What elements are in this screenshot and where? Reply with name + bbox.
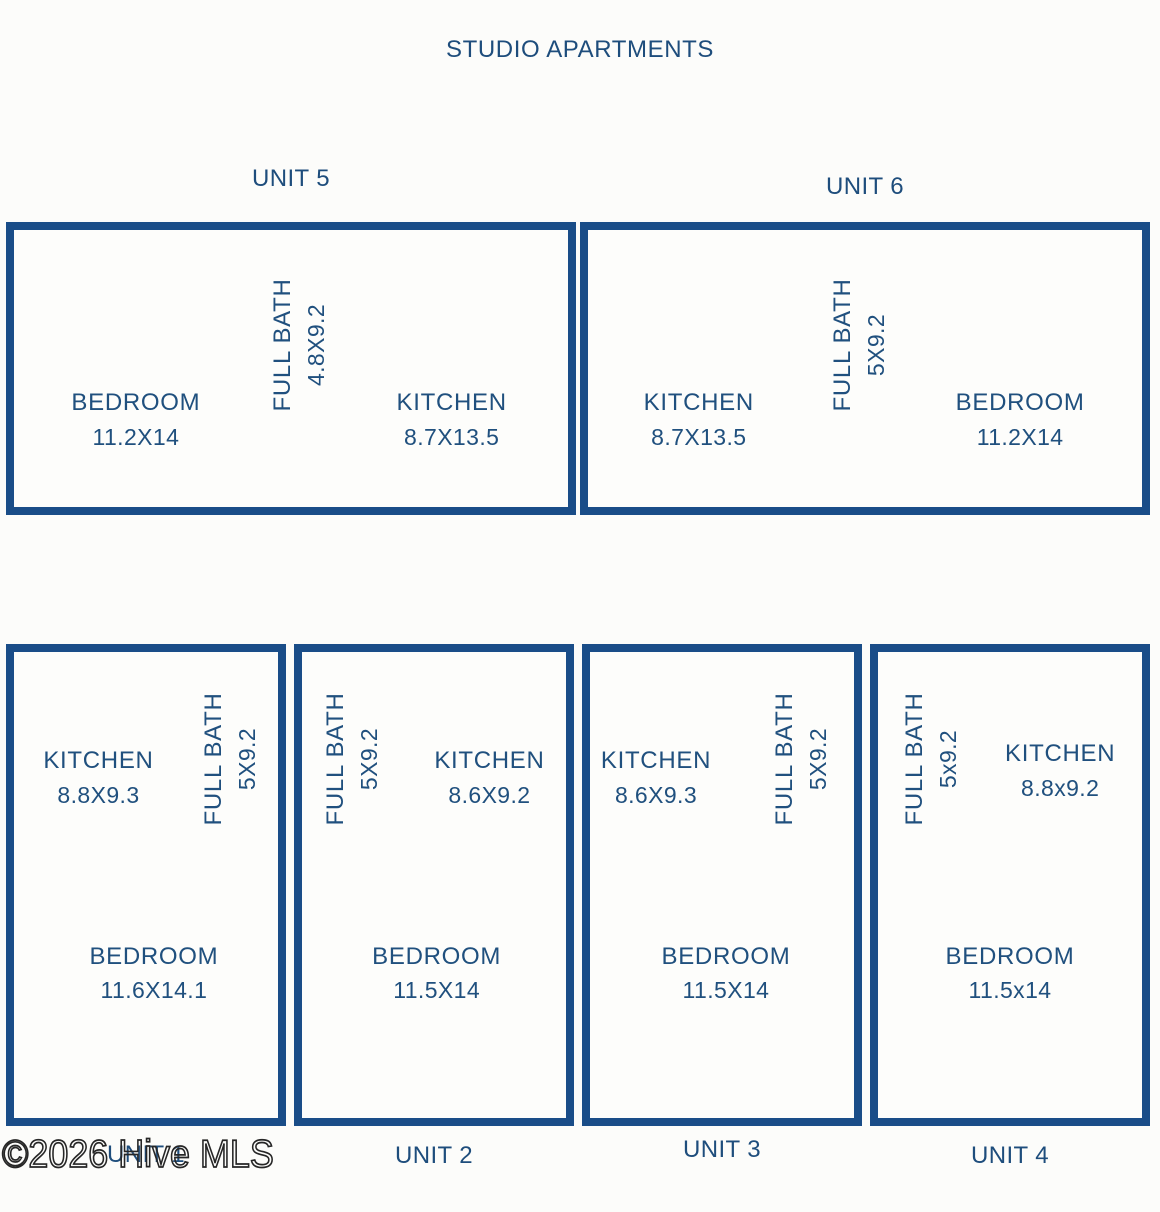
room-bedroom: BEDROOM 11.5X14 bbox=[661, 939, 790, 1007]
unit-3-label: UNIT 3 bbox=[683, 1136, 761, 1163]
room-dims: 11.2X14 bbox=[92, 423, 180, 450]
unit-1-label: UNIT 1 bbox=[107, 1141, 185, 1168]
room-kitchen: KITCHEN 8.8x9.2 bbox=[1005, 737, 1115, 805]
room-name: KITCHEN bbox=[434, 746, 545, 774]
room-dims: 5X9.2 bbox=[355, 728, 382, 791]
room-kitchen: KITCHEN 8.8X9.3 bbox=[43, 744, 153, 812]
unit-4-box: FULL BATH 5x9.2 KITCHEN 8.8x9.2 BEDROOM … bbox=[870, 644, 1150, 1126]
room-name: BEDROOM bbox=[955, 388, 1085, 416]
room-bedroom: BEDROOM 11.5X14 bbox=[372, 939, 501, 1007]
room-name: FULL BATH bbox=[269, 278, 297, 412]
room-dims: 4.8X9.2 bbox=[303, 303, 329, 386]
unit-5-box: BEDROOM 11.2X14 FULL BATH 4.8X9.2 KITCHE… bbox=[6, 222, 576, 515]
unit-6-box: KITCHEN 8.7X13.5 FULL BATH 5X9.2 BEDROOM… bbox=[580, 222, 1150, 515]
room-kitchen: KITCHEN 8.6X9.2 bbox=[434, 744, 544, 812]
room-name: KITCHEN bbox=[643, 388, 754, 416]
room-full-bath: FULL BATH 5X9.2 bbox=[319, 693, 385, 826]
room-name: KITCHEN bbox=[1005, 739, 1116, 767]
room-dims: 8.8x9.2 bbox=[1021, 774, 1100, 801]
room-dims: 5X9.2 bbox=[234, 728, 261, 791]
page-title: STUDIO APARTMENTS bbox=[445, 36, 714, 63]
room-full-bath: FULL BATH 5x9.2 bbox=[898, 693, 964, 826]
room-dims: 11.2X14 bbox=[976, 423, 1064, 450]
room-bedroom: BEDROOM 11.5x14 bbox=[946, 939, 1075, 1007]
room-bedroom: BEDROOM 11.2X14 bbox=[956, 386, 1085, 454]
room-dims: 11.5X14 bbox=[393, 977, 481, 1004]
room-dims: 11.6X14.1 bbox=[100, 977, 208, 1004]
unit-2-box: FULL BATH 5X9.2 KITCHEN 8.6X9.2 BEDROOM … bbox=[294, 644, 574, 1126]
room-name: FULL BATH bbox=[829, 278, 857, 412]
room-name: BEDROOM bbox=[372, 942, 502, 970]
room-kitchen: KITCHEN 8.7X13.5 bbox=[644, 386, 754, 454]
room-dims: 5X9.2 bbox=[804, 728, 831, 791]
room-dims: 8.7X13.5 bbox=[404, 423, 500, 450]
room-full-bath: FULL BATH 5X9.2 bbox=[827, 278, 893, 411]
room-name: BEDROOM bbox=[661, 942, 791, 970]
room-name: FULL BATH bbox=[200, 692, 228, 826]
unit-1-box: KITCHEN 8.8X9.3 FULL BATH 5X9.2 BEDROOM … bbox=[6, 644, 286, 1126]
room-dims: 11.5x14 bbox=[968, 977, 1052, 1004]
room-name: FULL BATH bbox=[900, 692, 928, 826]
room-name: FULL BATH bbox=[771, 692, 799, 826]
room-name: KITCHEN bbox=[43, 746, 154, 774]
room-full-bath: FULL BATH 4.8X9.2 bbox=[266, 278, 332, 411]
room-name: KITCHEN bbox=[600, 746, 712, 774]
room-bedroom: BEDROOM 11.6X14.1 bbox=[89, 939, 218, 1007]
room-name: FULL BATH bbox=[322, 692, 350, 826]
room-kitchen: KITCHEN 8.6X9.3 bbox=[601, 744, 711, 812]
room-dims: 8.6X9.3 bbox=[614, 781, 698, 808]
room-dims: 5X9.2 bbox=[863, 313, 890, 377]
room-dims: 8.6X9.2 bbox=[448, 781, 531, 808]
room-dims: 8.7X13.5 bbox=[651, 423, 747, 450]
room-dims: 5x9.2 bbox=[934, 730, 961, 789]
room-name: BEDROOM bbox=[945, 942, 1075, 970]
unit-2-label: UNIT 2 bbox=[395, 1142, 473, 1169]
unit-6-label: UNIT 6 bbox=[826, 173, 904, 200]
room-name: KITCHEN bbox=[396, 388, 507, 416]
room-name: BEDROOM bbox=[71, 388, 201, 416]
unit-5-label: UNIT 5 bbox=[252, 165, 330, 192]
unit-4-label: UNIT 4 bbox=[971, 1142, 1049, 1169]
room-bedroom: BEDROOM 11.2X14 bbox=[71, 386, 200, 454]
mls-watermark: ©2026 Hive MLS bbox=[1, 1132, 274, 1177]
room-name: BEDROOM bbox=[89, 942, 219, 970]
room-kitchen: KITCHEN 8.7X13.5 bbox=[397, 386, 507, 454]
room-dims: 8.8X9.3 bbox=[57, 781, 140, 808]
room-dims: 11.5X14 bbox=[682, 977, 770, 1004]
room-full-bath: FULL BATH 5X9.2 bbox=[198, 693, 264, 826]
room-full-bath: FULL BATH 5X9.2 bbox=[768, 693, 834, 826]
unit-3-box: KITCHEN 8.6X9.3 FULL BATH 5X9.2 BEDROOM … bbox=[582, 644, 862, 1126]
